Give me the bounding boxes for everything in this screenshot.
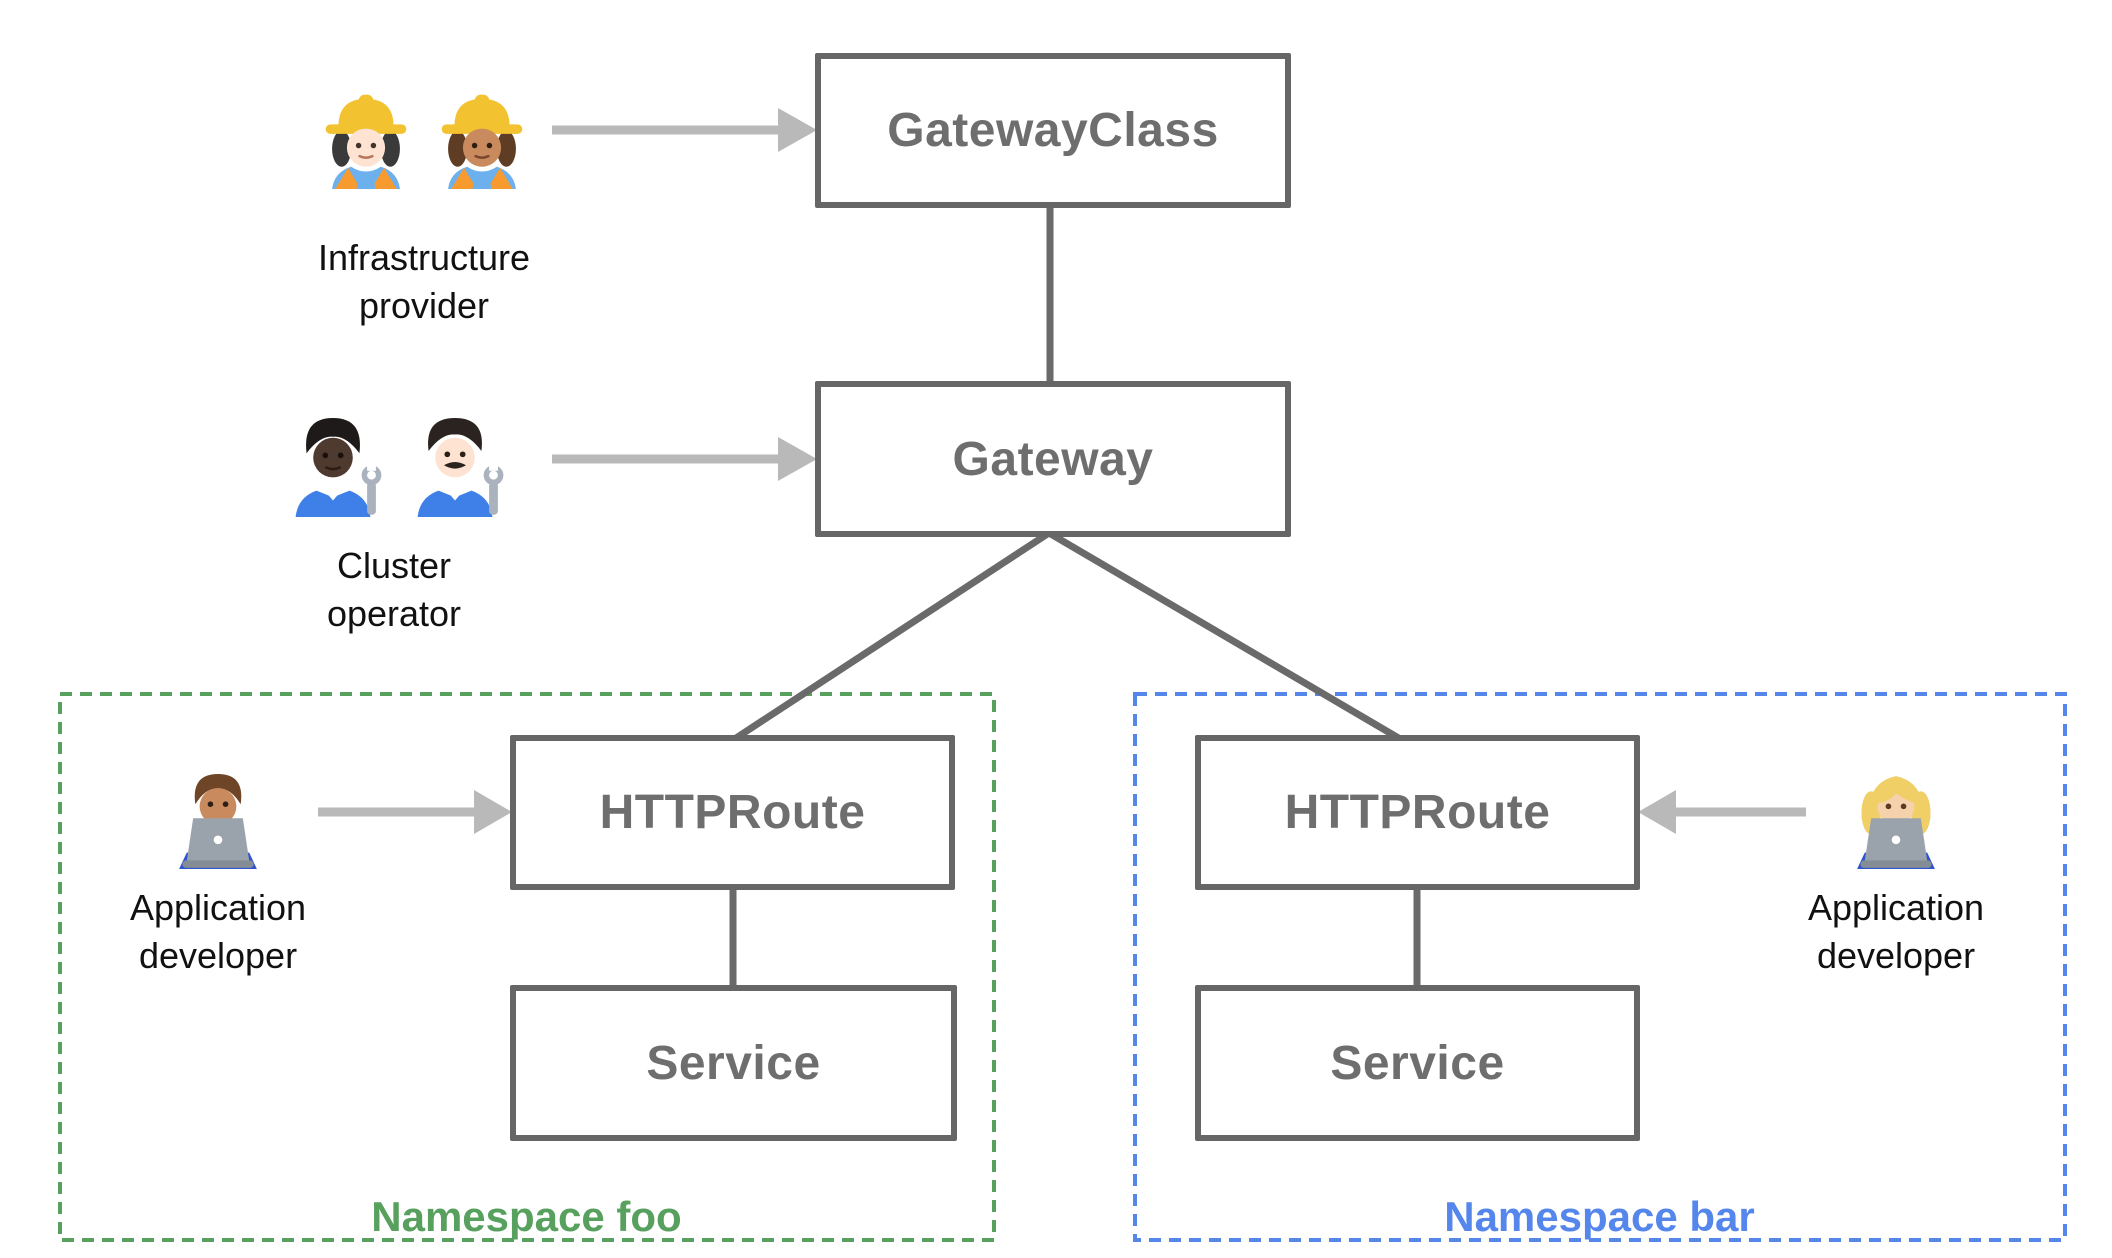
application-developer-foo-label-line1: Application bbox=[129, 887, 307, 928]
infrastructure-provider-label-line2: provider bbox=[358, 285, 490, 326]
node-httproute-bar-label: HTTPRoute bbox=[1284, 786, 1551, 839]
application-developer-foo-label-line2: developer bbox=[138, 935, 298, 976]
node-service-foo-label: Service bbox=[646, 1036, 821, 1090]
persona-infrastructure-provider: Infrastructure provider bbox=[234, 66, 614, 330]
application-developer-bar-label: Application developer bbox=[1808, 884, 1984, 980]
persona-application-developer-foo: Application developer bbox=[58, 756, 378, 980]
node-httproute-foo-label: HTTPRoute bbox=[599, 786, 866, 839]
arrow-infrastructure-to-gatewayclass-head bbox=[778, 108, 817, 152]
application-developer-bar-label-line1: Application bbox=[1807, 887, 1985, 928]
node-gatewayclass: GatewayClass bbox=[815, 53, 1291, 208]
cluster-operator-label-line1: Cluster bbox=[336, 545, 452, 586]
infrastructure-provider-icons bbox=[313, 66, 535, 202]
node-httproute-bar: HTTPRoute bbox=[1195, 735, 1640, 890]
man-technologist-emoji-icon bbox=[179, 773, 257, 869]
persona-application-developer-bar: Application developer bbox=[1736, 756, 2056, 980]
mechanic-dark-skin-emoji-icon bbox=[295, 418, 382, 517]
cluster-operator-icons bbox=[278, 392, 510, 532]
woman-technologist-emoji-icon bbox=[1857, 776, 1935, 869]
man-mechanic-light-skin-emoji-icon bbox=[417, 418, 504, 517]
application-developer-bar-label-line2: developer bbox=[1816, 935, 1976, 976]
namespace-foo-border bbox=[58, 692, 996, 1242]
namespace-bar-border bbox=[1133, 692, 2067, 1242]
node-service-bar: Service bbox=[1195, 985, 1640, 1141]
woman-construction-worker-light-skin-emoji-icon bbox=[325, 94, 407, 189]
infrastructure-provider-label-line1: Infrastructure bbox=[317, 237, 531, 278]
namespace-foo-label: Namespace foo bbox=[371, 1193, 682, 1240]
node-service-bar-label: Service bbox=[1330, 1036, 1505, 1090]
namespace-bar-label: Namespace bar bbox=[1444, 1193, 1755, 1240]
arrow-developer-to-httproute-bar-head bbox=[1638, 790, 1676, 834]
infrastructure-provider-label: Infrastructure provider bbox=[318, 234, 530, 330]
edge-gateway-to-httproute-bar bbox=[1047, 529, 1404, 744]
arrow-developer-to-httproute-foo-head bbox=[474, 790, 512, 834]
cluster-operator-label: Cluster operator bbox=[327, 542, 461, 638]
node-gateway-label: Gateway bbox=[952, 432, 1154, 486]
node-gatewayclass-label: GatewayClass bbox=[887, 104, 1219, 157]
cluster-operator-label-line2: operator bbox=[326, 593, 462, 634]
application-developer-foo-label: Application developer bbox=[130, 884, 306, 980]
application-developer-bar-icons bbox=[1842, 756, 1950, 874]
node-gateway: Gateway bbox=[815, 381, 1291, 537]
arrow-cluster-to-gateway-head bbox=[778, 437, 817, 481]
node-service-foo: Service bbox=[510, 985, 957, 1141]
edge-gateway-to-httproute-foo bbox=[731, 530, 1051, 743]
woman-construction-worker-medium-skin-emoji-icon bbox=[441, 94, 523, 189]
application-developer-foo-icons bbox=[164, 756, 272, 874]
persona-cluster-operator: Cluster operator bbox=[204, 392, 584, 638]
node-httproute-foo: HTTPRoute bbox=[510, 735, 955, 890]
